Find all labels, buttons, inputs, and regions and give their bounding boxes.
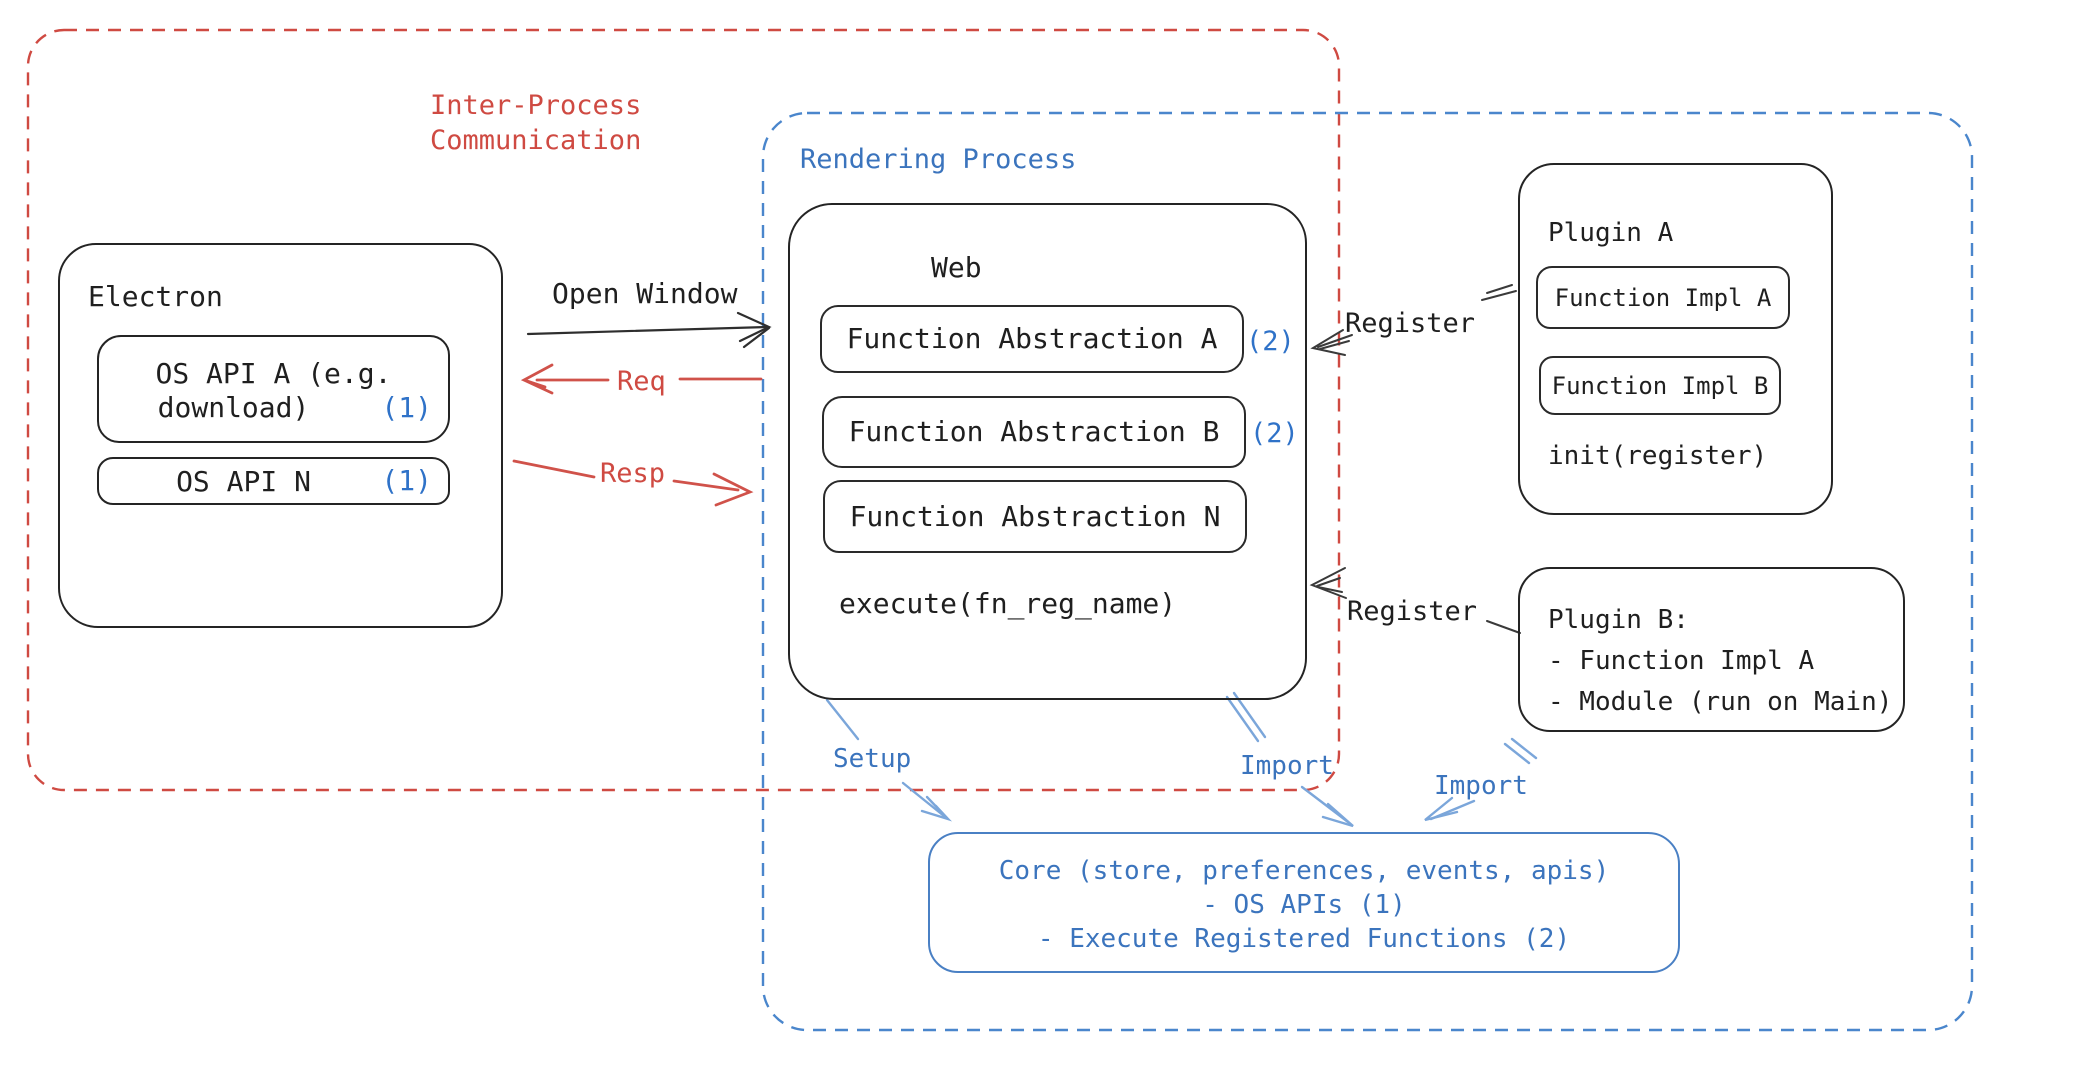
plugin-b-item-1: - Function Impl A	[1548, 646, 1815, 676]
function-impl-b-box: Function Impl B	[1539, 356, 1781, 415]
plugin-b-box: Plugin B: - Function Impl A - Module (run …	[1518, 567, 1905, 732]
web-box: Web Function Abstraction A (2) Function …	[788, 203, 1307, 700]
setup-label: Setup	[833, 744, 912, 774]
os-api-a-label-line1: OS API A (e.g.	[155, 357, 392, 390]
function-impl-a-label: Function Impl A	[1554, 283, 1772, 312]
os-api-n-badge: (1)	[381, 464, 432, 497]
core-line-2: - OS APIs (1)	[1202, 890, 1406, 920]
electron-box	[58, 243, 503, 628]
function-abstraction-b-box: Function Abstraction B	[822, 396, 1246, 468]
plugin-b-content: Plugin B: - Function Impl A - Module (run …	[1548, 600, 1892, 723]
os-api-a-badge: (1)	[381, 391, 432, 424]
core-line-3: - Execute Registered Functions (2)	[1037, 924, 1571, 954]
function-abstraction-n-label: Function Abstraction N	[849, 499, 1221, 533]
os-api-n-box: OS API N (1)	[97, 457, 450, 505]
plugin-a-init-label: init(register)	[1548, 441, 1768, 471]
import-web-label: Import	[1240, 751, 1334, 781]
core-content: Core (store, preferences, events, apis) -…	[930, 854, 1678, 956]
web-title: Web	[931, 251, 982, 284]
register-plugin-b-label: Register	[1347, 596, 1478, 627]
function-abstraction-a-box: Function Abstraction A	[820, 305, 1244, 373]
plugin-a-title: Plugin A	[1548, 218, 1674, 248]
import-plugin-label: Import	[1434, 771, 1528, 801]
register-plugin-a-label: Register	[1345, 308, 1476, 339]
function-impl-b-label: Function Impl B	[1551, 371, 1769, 400]
open-window-label: Open Window	[552, 277, 738, 310]
function-impl-a-box: Function Impl A	[1536, 266, 1790, 329]
ipc-title-line1: Inter-Process	[430, 90, 642, 121]
function-abstraction-b-label: Function Abstraction B	[848, 415, 1220, 448]
core-box: Core (store, preferences, events, apis) -…	[928, 832, 1680, 973]
os-api-a-label-line2: download)	[157, 391, 310, 424]
plugin-b-title: Plugin B:	[1548, 605, 1689, 635]
function-abstraction-a-badge: (2)	[1246, 326, 1295, 357]
electron-title: Electron	[88, 280, 223, 313]
resp-label: Resp	[600, 458, 666, 489]
function-abstraction-a-label: Function Abstraction A	[846, 322, 1218, 355]
execute-label: execute(fn_reg_name)	[839, 587, 1177, 620]
plugin-a-box: Plugin A Function Impl A Function Impl B…	[1518, 163, 1833, 515]
req-label: Req	[617, 366, 666, 397]
ipc-title-line2: Communication	[430, 125, 642, 156]
function-abstraction-n-box: Function Abstraction N	[823, 480, 1247, 553]
rendering-group-title: Rendering Process	[800, 144, 1077, 175]
function-abstraction-b-badge: (2)	[1250, 418, 1299, 449]
os-api-a-box: OS API A (e.g. download) (1)	[97, 335, 450, 443]
plugin-b-item-2: - Module (run on Main)	[1548, 687, 1893, 717]
os-api-n-label: OS API N	[176, 465, 311, 498]
open-window-arrow	[526, 311, 772, 349]
core-line-1: Core (store, preferences, events, apis)	[998, 856, 1610, 886]
